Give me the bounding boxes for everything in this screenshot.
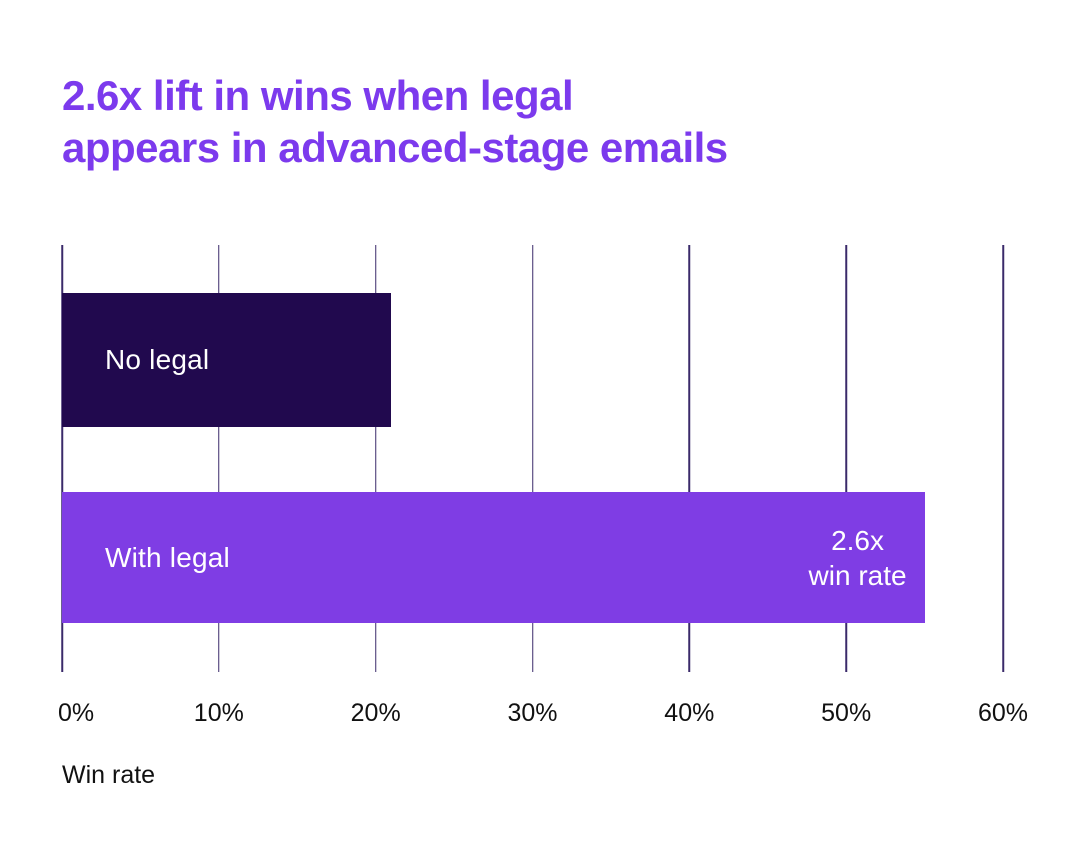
bar-annotation: 2.6x win rate [809,523,907,593]
chart-title-line-1: 2.6x lift in wins when legal [62,72,574,119]
chart-title-line-2: appears in advanced-stage emails [62,124,728,171]
bar-with-legal[interactable]: With legal 2.6x win rate [62,492,925,623]
x-tick-label-40%: 40% [664,699,715,727]
gridline-0% [61,245,63,672]
gridline-30% [531,245,534,672]
gridline-20% [374,245,377,672]
gridline-40% [688,245,691,672]
x-tick-label-50%: 50% [821,699,872,727]
x-axis-title: Win rate [62,761,156,789]
x-tick-label-60%: 60% [977,699,1029,727]
bar-label-no-legal: No legal [105,344,210,375]
x-axis-ticks: 0% 10% 20% 30% 40% 50% 60% [58,699,1028,729]
x-tick-label-0%: 0% [58,699,95,727]
gridline-10% [218,245,220,672]
bar-label-with-legal: With legal [105,541,230,573]
chart-title: 2.6x lift in wins when legal appears in … [62,70,728,174]
annotation-multiplier: 2.6x [831,524,885,556]
annotation-caption: win rate [808,559,907,591]
gridline-50% [845,245,847,672]
x-tick-label-20%: 20% [350,699,401,727]
x-tick-label-30%: 30% [507,699,558,727]
gridline-60% [1002,245,1004,672]
bar-no-legal[interactable]: No legal [62,293,392,427]
x-tick-label-10%: 10% [193,699,244,727]
plot-area: No legal With legal 2.6x win rate [61,245,1004,672]
